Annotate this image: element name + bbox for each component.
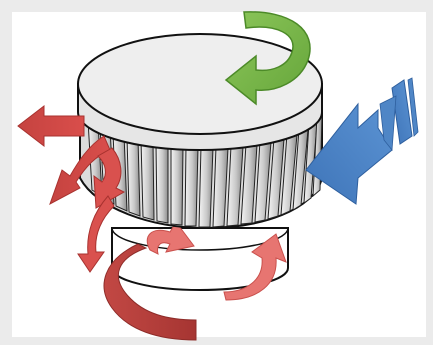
impeller-top-disc [78, 34, 322, 150]
